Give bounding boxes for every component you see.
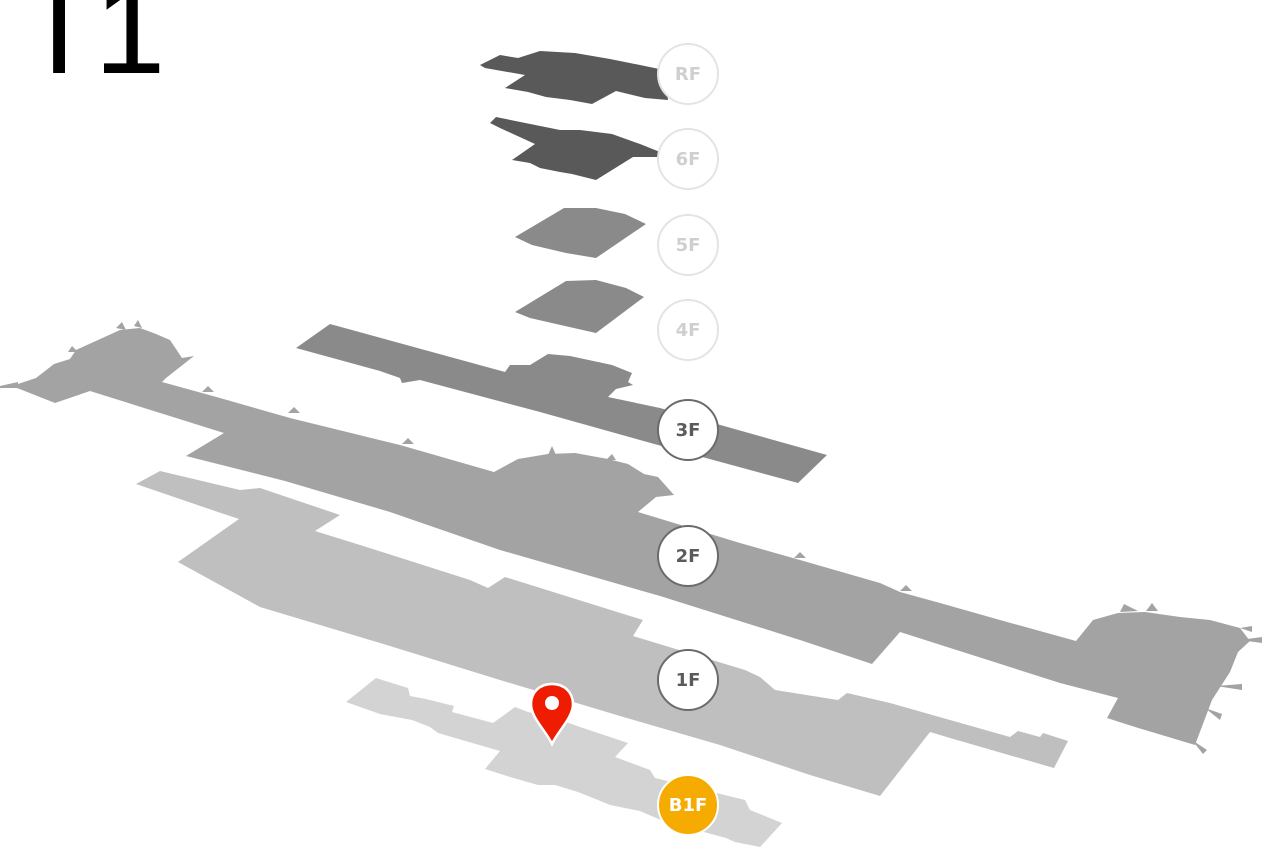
floor-plan-6f[interactable]: [490, 117, 662, 180]
floor-plan-1f[interactable]: [136, 471, 1068, 796]
floor-plan-5f[interactable]: [515, 208, 646, 258]
floor-button-4f[interactable]: 4F: [657, 299, 719, 361]
floor-button-5f[interactable]: 5F: [657, 214, 719, 276]
floor-button-b1f[interactable]: B1F: [657, 774, 719, 836]
floor-button-2f[interactable]: 2F: [657, 525, 719, 587]
floor-plan-2f[interactable]: [0, 320, 1262, 754]
floor-plan-rf[interactable]: [480, 51, 668, 104]
floor-plan-4f[interactable]: [515, 280, 644, 333]
floor-button-3f[interactable]: 3F: [657, 399, 719, 461]
floor-button-1f[interactable]: 1F: [657, 649, 719, 711]
floor-button-rf[interactable]: RF: [657, 43, 719, 105]
floor-button-6f[interactable]: 6F: [657, 128, 719, 190]
terminal-title: T1: [20, 0, 165, 101]
map-pin-icon[interactable]: [529, 682, 575, 746]
